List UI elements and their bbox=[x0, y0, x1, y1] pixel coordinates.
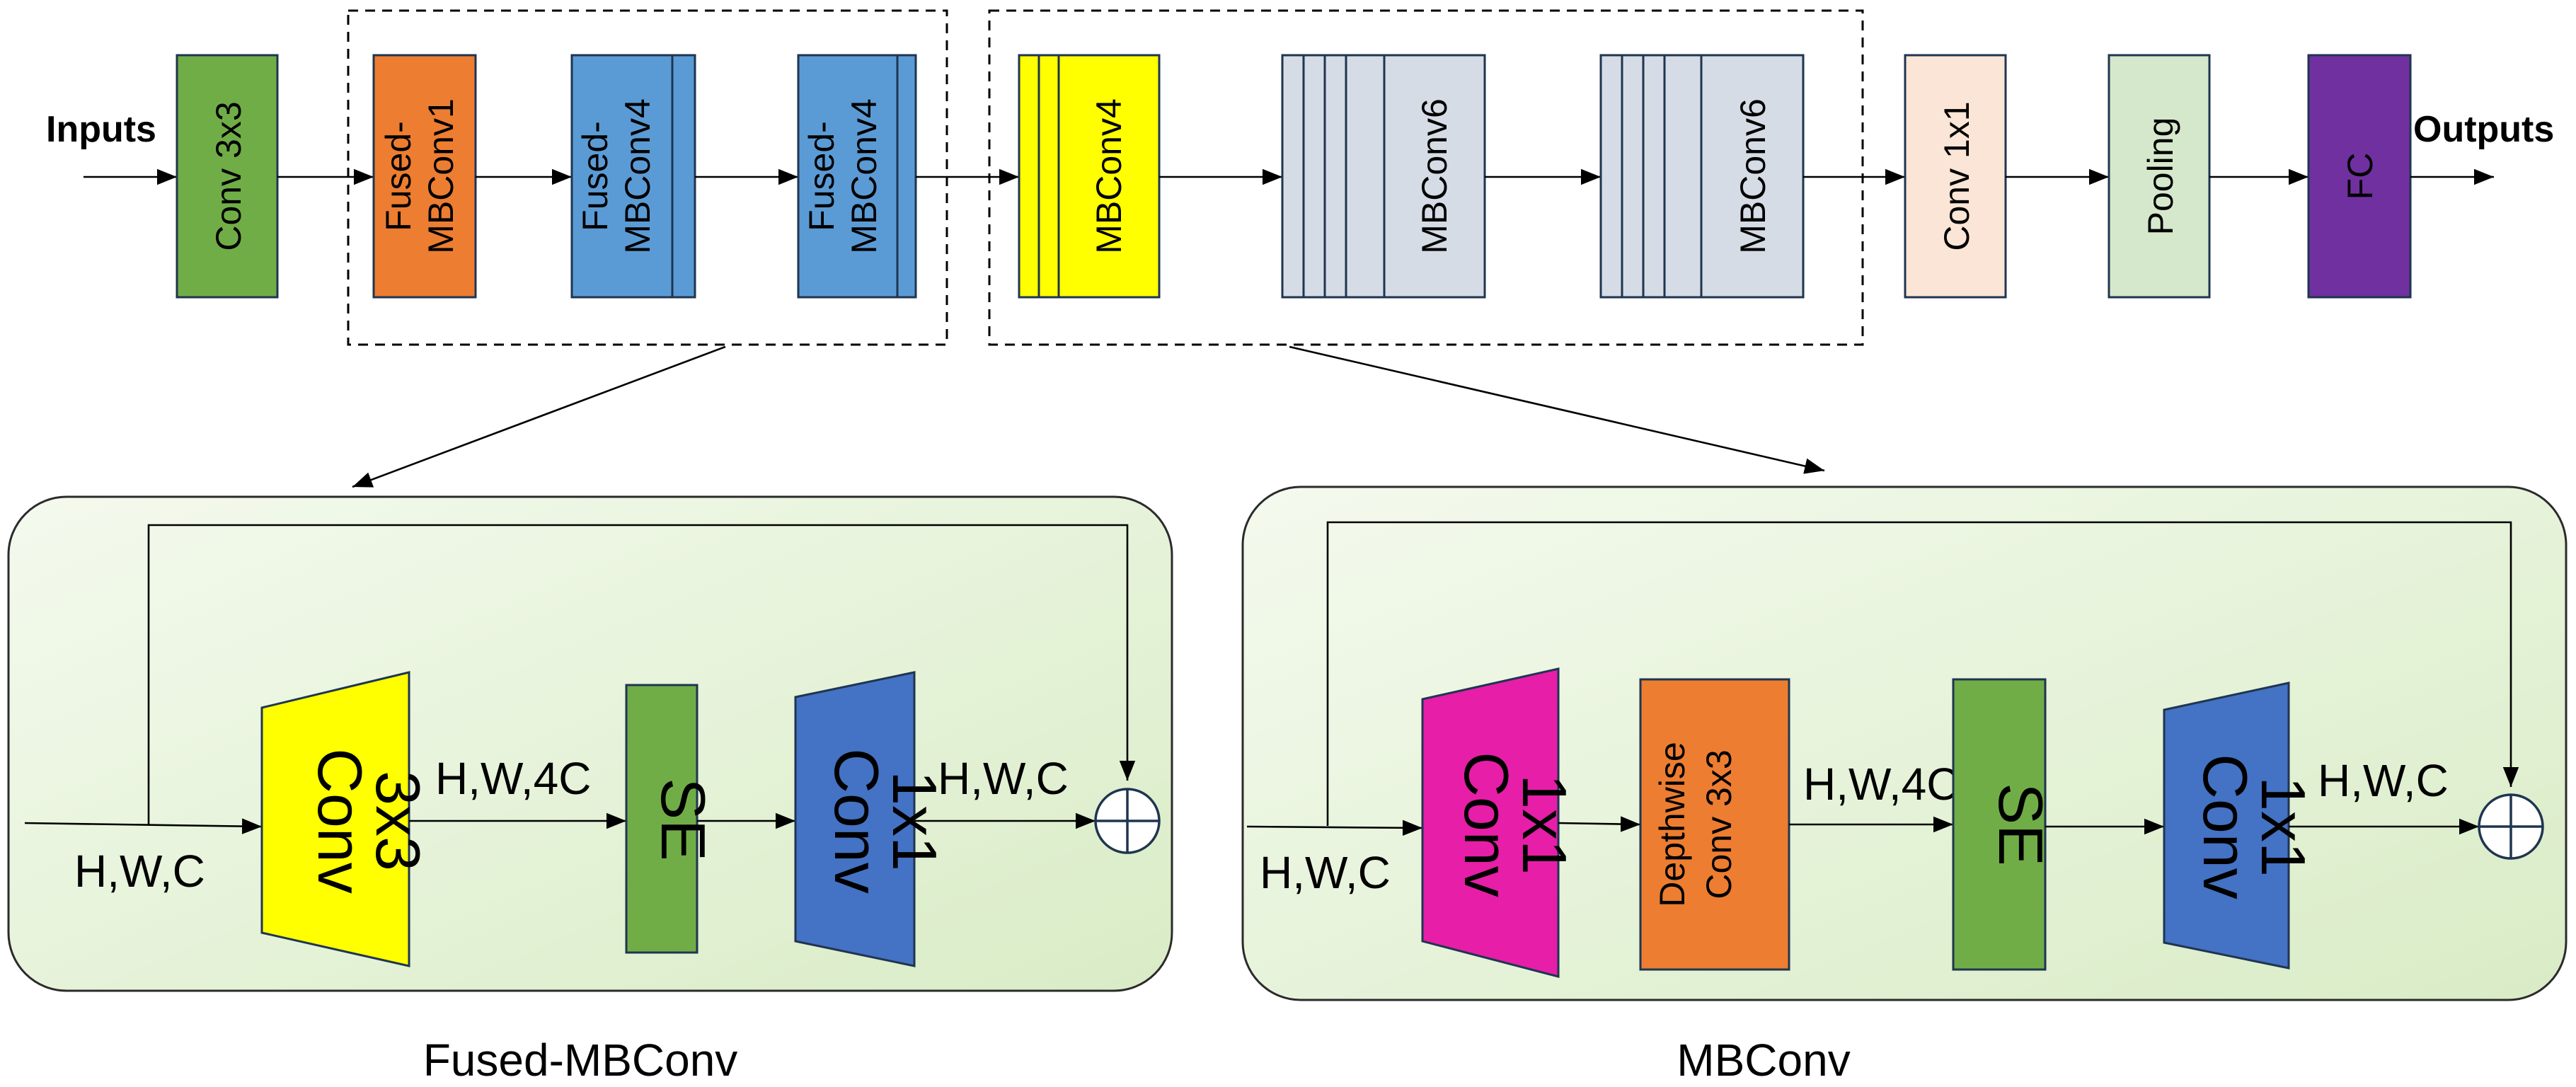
fused-se-label: SE bbox=[648, 778, 718, 861]
fused-mbconv4b-box bbox=[797, 54, 917, 299]
fc-label: FC bbox=[2340, 153, 2380, 200]
fused-mid-shape: H,W,4C bbox=[435, 753, 591, 804]
arrow-expand-fused-detail bbox=[352, 345, 726, 488]
fused-mbconv4-block-b: Fused- MBConv4 bbox=[797, 54, 917, 299]
pooling-box bbox=[2108, 54, 2211, 299]
fused-se-box bbox=[625, 684, 698, 954]
mbconv-se-box bbox=[1952, 678, 2047, 971]
conv3x3-label: Conv 3x3 bbox=[209, 101, 248, 251]
mbconv-mid-shape: H,W,4C bbox=[1803, 759, 1959, 810]
mbconv4-label: MBConv4 bbox=[1089, 98, 1129, 254]
pooling-block: Pooling bbox=[2108, 54, 2211, 299]
pooling-label: Pooling bbox=[2141, 117, 2180, 236]
mbconv-output-shape: H,W,C bbox=[2318, 755, 2449, 806]
mbconv6b-label: MBConv6 bbox=[1733, 98, 1773, 254]
fused-mbconv-detail-panel: H,W,C Conv 3x3 H,W,4C SE Conv 1x1 H,W,C … bbox=[7, 495, 1173, 1086]
mbconv-depthwise-label-line2: Conv 3x3 bbox=[1699, 749, 1739, 899]
fused-add-icon bbox=[1094, 788, 1161, 854]
fused-conv1x1-trapezoid bbox=[794, 671, 916, 967]
mbconv-input-arrow bbox=[1246, 819, 1423, 836]
mbconv-panel-caption: MBConv bbox=[1677, 1035, 1850, 1086]
mbconv6-block-b: MBConv6 bbox=[1599, 54, 1805, 299]
conv1x1-label: Conv 1x1 bbox=[1937, 101, 1977, 251]
fused-conv3x3-label-line1: Conv bbox=[305, 748, 375, 893]
conv3x3-block: Conv 3x3 bbox=[176, 54, 279, 299]
mbconv-detail-panel: H,W,C Conv 1x1 Depthwise Conv 3x3 H,W,4C… bbox=[1241, 485, 2568, 1086]
mbconv6a-label: MBConv6 bbox=[1415, 98, 1454, 254]
fused-mbconv4a-label-line2: MBConv4 bbox=[618, 98, 657, 254]
mbconv-depthwise-label-line1: Depthwise bbox=[1652, 742, 1692, 907]
fused-mbconv4b-label-line2: MBConv4 bbox=[844, 98, 884, 254]
fused-mbconv1-label-line2: MBConv1 bbox=[421, 98, 461, 254]
mbconv-arrow-expand-to-dw bbox=[1558, 816, 1641, 832]
fused-conv1x1-label-line1: Conv bbox=[822, 748, 892, 893]
fused-conv3x3-trapezoid bbox=[260, 671, 410, 967]
fc-box bbox=[2307, 54, 2412, 299]
fused-mbconv4-block-a: Fused- MBConv4 bbox=[570, 54, 696, 299]
mbconv-skip-connection bbox=[1326, 521, 2519, 826]
fused-mbconv4b-label-line1: Fused- bbox=[802, 121, 841, 231]
mbconv4-block: MBConv4 bbox=[1018, 54, 1161, 299]
fused-skip-connection bbox=[147, 524, 1136, 824]
fused-input-shape: H,W,C bbox=[74, 846, 205, 897]
fused-panel-caption: Fused-MBConv bbox=[423, 1035, 738, 1086]
fused-panel-background bbox=[7, 495, 1173, 992]
mbconv-expand-label-line2: 1x1 bbox=[1510, 774, 1580, 875]
fc-block: FC bbox=[2307, 54, 2412, 299]
fused-mbconv1-block: Fused- MBConv1 bbox=[372, 54, 477, 299]
mbconv-se-label: SE bbox=[1986, 783, 2056, 865]
fused-input-arrow bbox=[24, 818, 263, 834]
fused-mbconv4a-label-line1: Fused- bbox=[575, 121, 615, 231]
mbconv-add-icon bbox=[2478, 793, 2544, 860]
mbconv-project-conv1x1-trapezoid bbox=[2163, 681, 2290, 970]
outputs-label: Outputs bbox=[2413, 109, 2554, 150]
fused-mbconv4a-box bbox=[570, 54, 696, 299]
top-pipeline: Inputs Conv 3x3 Fused- MBConv1 Fused- MB… bbox=[46, 9, 2554, 488]
conv1x1-block: Conv 1x1 bbox=[1904, 54, 2007, 299]
mbconv6-block-a: MBConv6 bbox=[1281, 54, 1486, 299]
mbconv4-box bbox=[1018, 54, 1161, 299]
mbconv-expand-conv1x1-trapezoid bbox=[1421, 667, 1560, 978]
mbconv-input-shape: H,W,C bbox=[1260, 847, 1391, 898]
mbconv-depthwise-box bbox=[1639, 678, 1790, 971]
conv1x1-box bbox=[1904, 54, 2007, 299]
inputs-label: Inputs bbox=[46, 109, 156, 150]
mbconv-expand-label-line1: Conv bbox=[1451, 752, 1522, 897]
fused-mbconv1-label-line1: Fused- bbox=[379, 121, 418, 231]
fused-mbconv1-box bbox=[372, 54, 477, 299]
arrow-expand-mbconv-detail bbox=[1289, 345, 1825, 474]
mbconv-project-label-line1: Conv bbox=[2190, 754, 2260, 899]
fused-output-shape: H,W,C bbox=[938, 753, 1069, 804]
